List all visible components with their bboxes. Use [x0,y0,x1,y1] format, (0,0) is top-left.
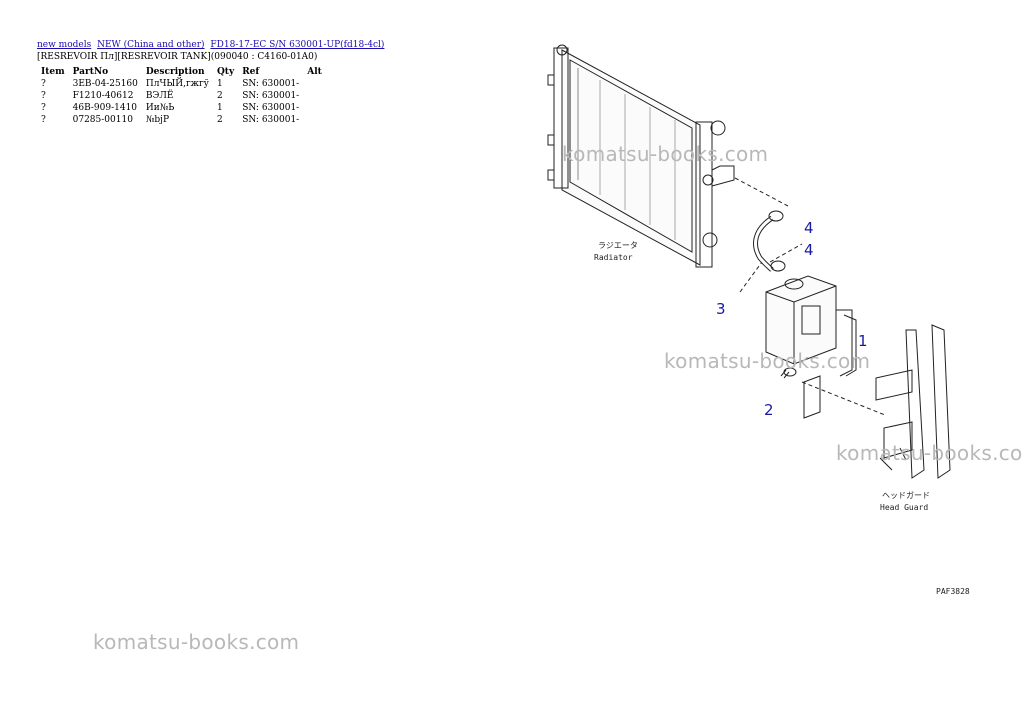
cell-qty: 2 [216,115,223,125]
cell-item: ? [41,115,46,125]
cell-alt [303,78,326,90]
breadcrumb: new models NEW (China and other) FD18-17… [37,40,387,50]
watermark: komatsu-books.com [562,142,769,166]
radiator-illustration [547,44,735,268]
cell-description: №bјР [145,115,169,125]
table-header-row: Item PartNo Description Qty Ref Alt [37,66,326,78]
breadcrumb-link-new-models[interactable]: new models [37,40,92,50]
cell-item: ? [41,103,46,113]
cell-qty: 1 [216,79,223,89]
column-header-alt: Alt [307,67,322,77]
cell-item: ? [41,79,46,89]
drawing-code: PAF3828 [936,587,970,596]
callout-4-lower: 4 [804,241,814,259]
head-guard-label-jp: ヘッドガード [882,490,930,500]
cell-qty: 2 [216,91,223,101]
cell-description: ПлЧЫЙ,гжгў [145,79,209,89]
column-header-description: Description [145,67,205,77]
column-header-partno: PartNo [72,67,109,77]
table-row: ? 46B-909-1410 Ии№Ь 1 SN: 630001- [37,102,326,114]
head-guard-label: Head Guard [880,503,928,512]
table-row: ? 07285-00110 №bјР 2 SN: 630001- [37,114,326,126]
cell-item: ? [41,91,46,101]
cell-ref: SN: 630001- [242,79,300,89]
cell-ref: SN: 630001- [242,103,300,113]
callout-3: 3 [716,300,726,318]
watermark: komatsu-books.com [836,441,1024,465]
watermark: komatsu-books.com [664,349,871,373]
table-row: ? F1210-40612 ВЭЛЁ 2 SN: 630001- [37,90,326,102]
cell-ref: SN: 630001- [242,115,300,125]
cell-alt [303,102,326,114]
parts-table: Item PartNo Description Qty Ref Alt ? 3E… [37,66,326,126]
callout-1: 1 [858,332,868,350]
radiator-label: Radiator [594,253,633,262]
reservoir-tank-illustration [765,275,853,377]
table-row: ? 3EB-04-25160 ПлЧЫЙ,гжгў 1 SN: 630001- [37,78,326,90]
bolt-illustration [780,367,797,379]
breadcrumb-link-model[interactable]: FD18-17-EC S/N 630001-UP(fd18-4cl) [210,40,385,50]
column-header-ref: Ref [242,67,260,77]
cell-ref: SN: 630001- [242,91,300,101]
radiator-label-jp: ラジエータ [598,241,638,250]
cell-alt [303,90,326,102]
cell-partno: 3EB-04-25160 [72,79,138,89]
clip-illustration [768,210,786,272]
cell-partno: F1210-40612 [72,91,134,101]
cell-description: Ии№Ь [145,103,175,113]
cell-description: ВЭЛЁ [145,91,174,101]
watermark: komatsu-books.com [93,630,300,654]
column-header-item: Item [41,67,65,77]
page-title: [RESREVOIR Пл][RESREVOIR TANK](090040 : … [37,52,318,62]
cell-partno: 07285-00110 [72,115,133,125]
cell-partno: 46B-909-1410 [72,103,138,113]
cell-alt [303,114,326,126]
cell-qty: 1 [216,103,223,113]
head-guard-illustration [875,324,951,479]
callout-2: 2 [764,401,774,419]
parts-diagram: 1 2 3 4 4 ラジエータ Radiator ヘッドガード Head Gua… [547,44,970,596]
callout-4-upper: 4 [804,219,814,237]
breadcrumb-link-region[interactable]: NEW (China and other) [97,40,205,50]
column-header-qty: Qty [216,67,235,77]
